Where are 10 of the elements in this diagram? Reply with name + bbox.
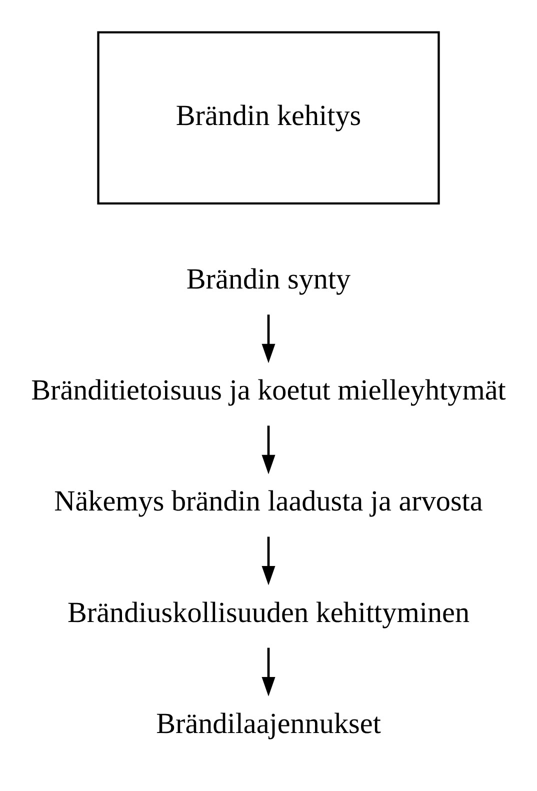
arrow	[262, 426, 276, 474]
node-text: Brändilaajennukset	[156, 708, 381, 740]
arrow	[262, 314, 276, 364]
node-text: Brändin synty	[186, 264, 351, 296]
arrow	[262, 536, 276, 586]
node-text: Brändiuskollisuuden kehittyminen	[67, 596, 470, 629]
node-text: Näkemys brändin laadusta ja arvosta	[54, 486, 483, 518]
node-text: Bränditietoisuus ja koetut mielleyhtymät	[31, 374, 506, 407]
arrow	[262, 648, 276, 696]
node-box: Brändin kehitys	[97, 31, 440, 205]
